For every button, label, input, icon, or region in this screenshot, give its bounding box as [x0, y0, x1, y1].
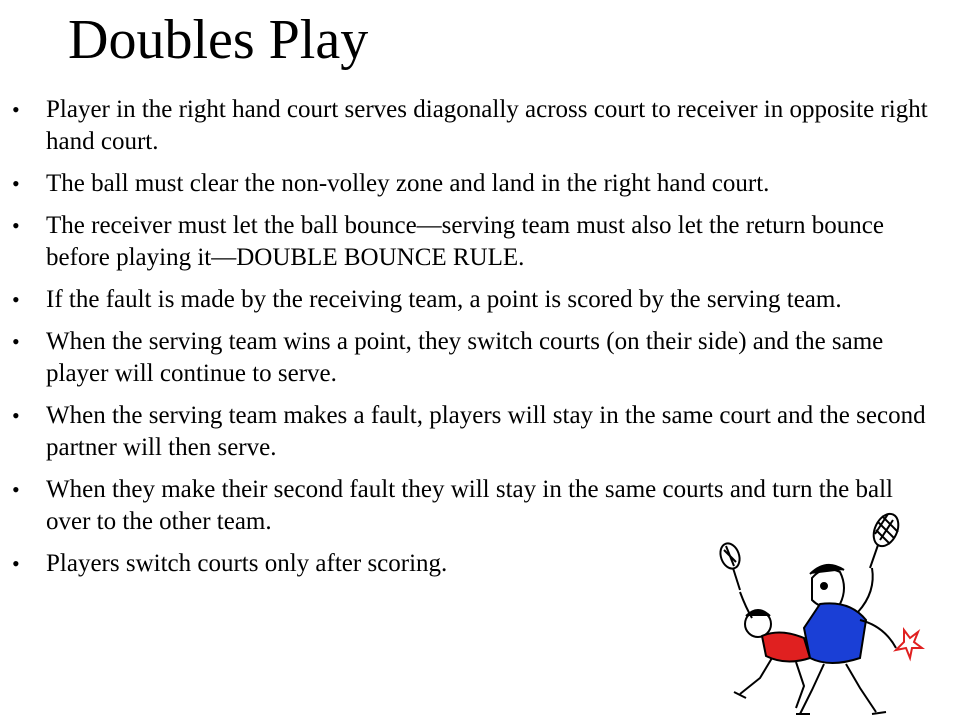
- racquet-right-icon: [869, 512, 900, 569]
- bullet-text: If the fault is made by the receiving te…: [46, 286, 842, 313]
- bullet-text: The ball must clear the non-volley zone …: [46, 170, 770, 197]
- bullet-item: • If the fault is made by the receiving …: [0, 284, 930, 316]
- impact-spark-icon: [892, 627, 925, 662]
- back-player-figure: [733, 591, 812, 709]
- bullet-text: The receiver must let the ball bounce—se…: [46, 212, 884, 271]
- bullet-item: • The receiver must let the ball bounce—…: [0, 210, 930, 274]
- bullet-dot: •: [12, 213, 20, 238]
- bullet-item: • When the serving team makes a fault, p…: [0, 400, 930, 464]
- bullet-text: Player in the right hand court serves di…: [46, 96, 928, 155]
- bullet-dot: •: [12, 551, 20, 576]
- bullet-item: • The ball must clear the non-volley zon…: [0, 168, 930, 200]
- front-player-figure: [796, 563, 897, 715]
- bullet-text: When the serving team makes a fault, pla…: [46, 402, 926, 461]
- bullet-text: When they make their second fault they w…: [46, 476, 893, 535]
- bullet-item: • Player in the right hand court serves …: [0, 94, 930, 158]
- doubles-players-icon: [719, 512, 925, 715]
- bullet-dot: •: [12, 97, 20, 122]
- bullet-dot: •: [12, 477, 20, 502]
- bullet-text: Players switch courts only after scoring…: [46, 550, 448, 577]
- racquet-left-icon: [719, 542, 741, 591]
- bullet-dot: •: [12, 287, 20, 312]
- bullet-dot: •: [12, 171, 20, 196]
- bullet-dot: •: [12, 329, 20, 354]
- bullet-item: • Players switch courts only after scori…: [0, 548, 930, 580]
- slide-title: Doubles Play: [68, 9, 369, 71]
- bullet-dot: •: [12, 403, 20, 428]
- bullet-text: When the serving team wins a point, they…: [46, 328, 884, 387]
- bullet-item: • When they make their second fault they…: [0, 474, 930, 538]
- bullet-item: • When the serving team wins a point, th…: [0, 326, 930, 390]
- bullet-list: • Player in the right hand court serves …: [0, 94, 930, 590]
